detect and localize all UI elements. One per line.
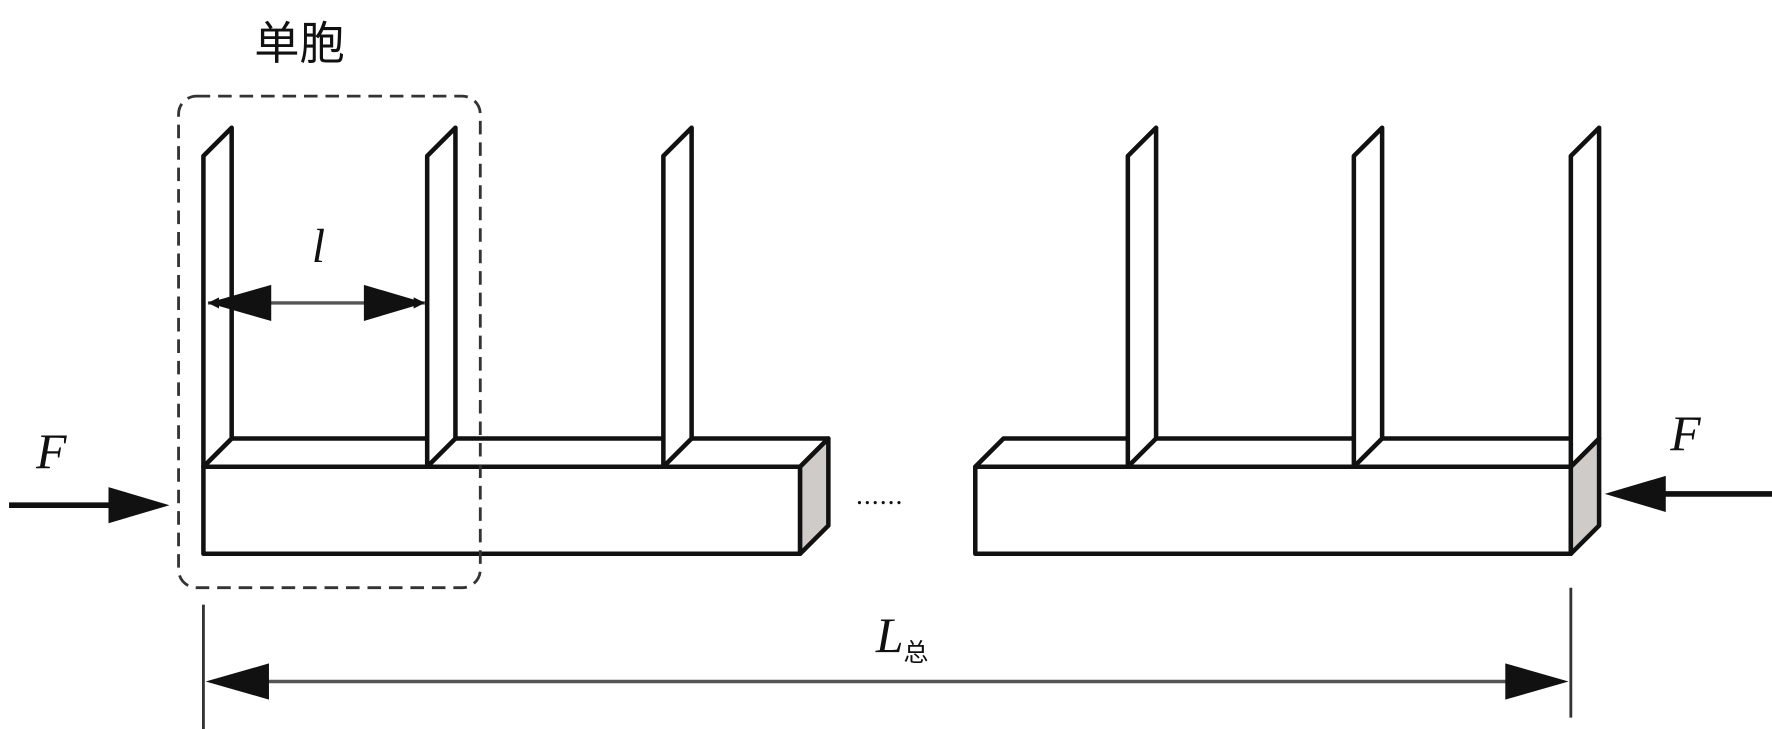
force-arrowhead-right bbox=[1604, 475, 1666, 512]
total-length-arrowhead-left bbox=[205, 663, 269, 700]
ellipsis: ...... bbox=[855, 481, 902, 510]
fin bbox=[424, 125, 458, 470]
force-arrowhead-left bbox=[108, 487, 170, 524]
fin bbox=[661, 125, 694, 470]
beam-end-face bbox=[797, 436, 831, 557]
force-label-right: F bbox=[1669, 406, 1701, 461]
spacing-arrowhead-right bbox=[363, 284, 425, 321]
total-length-label: L总 bbox=[875, 608, 929, 667]
spacing-arrowhead-left bbox=[207, 284, 272, 321]
unit-cell-title: 单胞 bbox=[254, 17, 344, 70]
fin bbox=[201, 125, 234, 470]
total-length-arrowhead-right bbox=[1505, 663, 1569, 700]
fin bbox=[1568, 125, 1602, 470]
fin bbox=[1125, 125, 1159, 470]
spacing-label: l bbox=[312, 221, 325, 273]
fin bbox=[1351, 125, 1385, 470]
unit-cell-outline bbox=[177, 94, 482, 590]
left-beam bbox=[201, 436, 831, 557]
total-length-symbol: L bbox=[875, 608, 904, 663]
right-beam bbox=[973, 436, 1602, 557]
fins bbox=[201, 125, 1602, 470]
force-label-left: F bbox=[35, 424, 67, 479]
total-length-subscript: 总 bbox=[903, 638, 928, 667]
